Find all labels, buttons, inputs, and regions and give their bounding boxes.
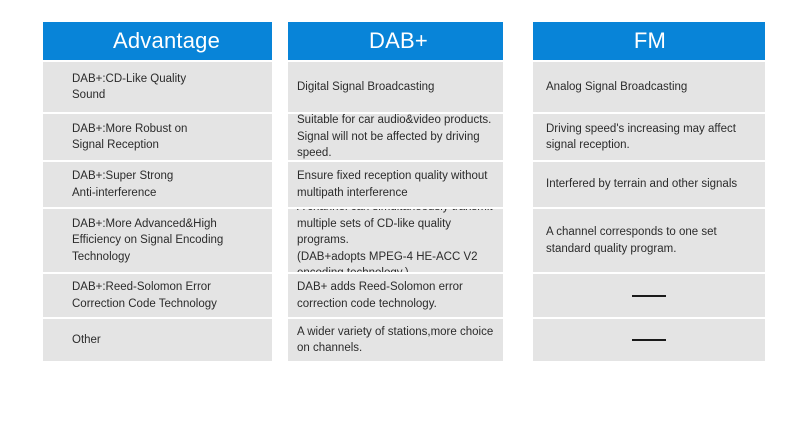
table-cell: Interfered by terrain and other signals (533, 162, 765, 207)
cell-text: Other (72, 333, 101, 346)
table-cell: DAB+:More Advanced&High Efficiency on Si… (43, 209, 272, 272)
cell-text: A channel can simultaneously transmit mu… (297, 209, 493, 272)
cell-text: Suitable for car audio&video products. S… (297, 114, 492, 160)
cell-text: Driving speed's increasing may affect si… (546, 122, 736, 152)
cell-text: A wider variety of stations,more choice … (297, 325, 494, 355)
cell-text: Ensure fixed reception quality without m… (297, 170, 488, 199)
cell-text: Analog Signal Broadcasting (546, 80, 688, 93)
comparison-table: Advantage DAB+:CD-Like Quality Sound DAB… (43, 22, 765, 361)
cell-text: Interfered by terrain and other signals (546, 178, 738, 191)
table-cell: DAB+:Reed-Solomon Error Correction Code … (43, 274, 272, 317)
table-cell: DAB+:CD-Like Quality Sound (43, 62, 272, 112)
table-cell (533, 274, 765, 317)
table-cell: Other (43, 319, 272, 361)
cell-text: Digital Signal Broadcasting (297, 80, 435, 93)
table-cell: A channel corresponds to one set standar… (533, 209, 765, 272)
table-cell: Digital Signal Broadcasting (288, 62, 503, 112)
cell-text: DAB+:Reed-Solomon Error Correction Code … (72, 281, 217, 310)
table-cell (533, 319, 765, 361)
table-cell: Suitable for car audio&video products. S… (288, 114, 503, 160)
table-column-dab-plus: DAB+ Digital Signal Broadcasting Suitabl… (288, 22, 503, 361)
cell-text: DAB+:Super Strong Anti-interference (72, 170, 174, 199)
table-cell: Ensure fixed reception quality without m… (288, 162, 503, 207)
cell-text: DAB+:CD-Like Quality Sound (72, 72, 187, 102)
empty-dash-icon (632, 339, 666, 341)
cell-text: DAB+:More Advanced&High Efficiency on Si… (72, 217, 224, 263)
table-cell: DAB+:More Robust on Signal Reception (43, 114, 272, 160)
table-cell: DAB+ adds Reed-Solomon error correction … (288, 274, 503, 317)
column-header-advantage: Advantage (43, 22, 272, 60)
cell-text: DAB+ adds Reed-Solomon error correction … (297, 281, 463, 310)
column-header-fm: FM (533, 22, 765, 60)
empty-dash-icon (632, 294, 666, 297)
cell-text: DAB+:More Robust on Signal Reception (72, 122, 188, 152)
table-cell: A wider variety of stations,more choice … (288, 319, 503, 361)
table-column-advantage: Advantage DAB+:CD-Like Quality Sound DAB… (43, 22, 272, 361)
table-column-fm: FM Analog Signal Broadcasting Driving sp… (533, 22, 765, 361)
column-header-dab-plus: DAB+ (288, 22, 503, 60)
cell-text: A channel corresponds to one set standar… (546, 226, 717, 255)
table-cell: Analog Signal Broadcasting (533, 62, 765, 112)
table-cell: DAB+:Super Strong Anti-interference (43, 162, 272, 207)
table-cell: Driving speed's increasing may affect si… (533, 114, 765, 160)
table-cell: A channel can simultaneously transmit mu… (288, 209, 503, 272)
